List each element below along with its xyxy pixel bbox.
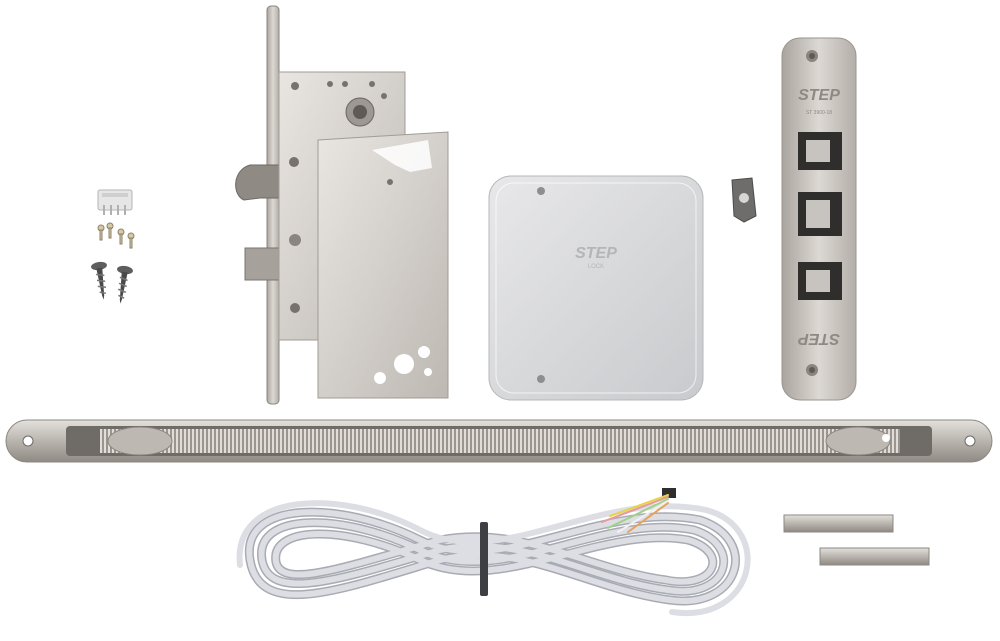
wire-cable-coil: [236, 488, 751, 617]
strike-logo: STEP: [798, 87, 840, 104]
wood-screws: [91, 261, 133, 304]
box-logo-sub: LOCK: [588, 264, 604, 270]
small-bracket: [731, 177, 757, 223]
steel-bars: [783, 514, 930, 566]
mortise-lock: [235, 5, 449, 405]
connector-terminal: [97, 189, 133, 215]
small-screws: [97, 222, 135, 249]
strike-code: ST 3900-18: [806, 110, 832, 116]
control-box: STEP LOCK: [488, 175, 704, 401]
box-logo: STEP: [575, 245, 617, 262]
strike-plate: STEP ST 3900-18 STEP: [781, 37, 857, 401]
cable-transfer-spring: [5, 419, 993, 463]
strike-logo-bottom: STEP: [798, 330, 840, 347]
